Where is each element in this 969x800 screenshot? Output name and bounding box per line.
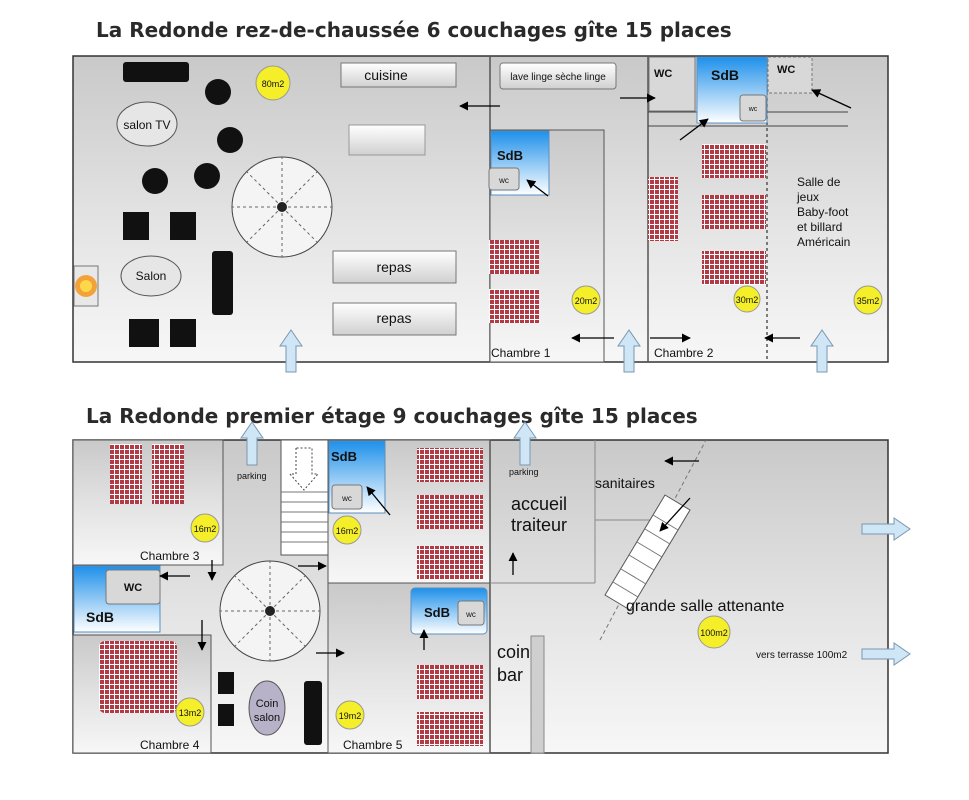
wc-4-label: WC [777, 64, 795, 76]
hall-area-badge: 100m2 [700, 628, 728, 638]
upper-bedroom-area-badge: 16m2 [336, 526, 359, 536]
bathroom-5-label: SdB [424, 605, 450, 620]
sanitary-label: sanitaires [595, 475, 655, 491]
corner-lounge-table [248, 680, 286, 736]
corner-lounge-label-2: salon [254, 712, 280, 724]
parking-label-2: parking [509, 467, 539, 477]
bar-counter [530, 635, 545, 754]
bed-room-5-b [417, 712, 483, 746]
bed-room-1-a [489, 240, 539, 274]
terrace-label: vers terrasse 100m2 [756, 650, 848, 661]
bed-room-1-b [489, 289, 539, 323]
tv-unit [123, 62, 189, 82]
bathroom-4-label: SdB [86, 609, 114, 625]
bed-room-2-b [702, 144, 766, 178]
bathroom-3-label: SdB [331, 449, 357, 464]
hall-label: grande salle attenante [626, 598, 784, 615]
laundry-label: lave linge sèche linge [510, 72, 606, 83]
games-label-4: et billard [797, 220, 842, 234]
bed-upper-a [417, 448, 483, 482]
kitchen-island [348, 124, 426, 156]
wc-4 [767, 56, 813, 94]
wc-7-label: wc [465, 610, 476, 619]
lounge-table [120, 255, 182, 297]
spiral-staircase-first [219, 560, 321, 662]
ground-floor-title: La Redonde rez-de-chaussée 6 couchages g… [96, 18, 732, 42]
bed-room-4 [99, 641, 177, 713]
wc-5-label: wc [341, 494, 352, 503]
wc-2-label: WC [654, 68, 672, 80]
first-floor-title: La Redonde premier étage 9 couchages gît… [86, 404, 698, 428]
bed-upper-c [417, 546, 483, 580]
kitchen-counter [340, 62, 457, 88]
room-4-label: Chambre 4 [140, 738, 200, 752]
first-exit-arrows [240, 421, 911, 666]
first-circulation-arrows [159, 456, 699, 658]
room-3-label: Chambre 3 [140, 549, 200, 563]
reception-label-1: accueil [511, 494, 567, 514]
corner-lounge-label-1: Coin [256, 698, 279, 710]
room-3-area-badge: 16m2 [194, 524, 217, 534]
room-2-label: Chambre 2 [654, 346, 714, 360]
wc-2 [648, 56, 696, 112]
ground-floor-plan: salon TV Salon 80m2 cuisine repas repas … [72, 55, 889, 373]
room-1-area-badge: 20m2 [575, 296, 598, 306]
parking-label-1: parking [237, 471, 267, 481]
straight-staircase [280, 439, 329, 556]
bed-room-3-b [152, 444, 184, 504]
wc-1-label: wc [498, 176, 509, 185]
fire-icon [75, 275, 97, 297]
main-area-badge: 80m2 [262, 79, 285, 89]
tv-lounge-table [116, 101, 178, 147]
bed-room-2-a [648, 177, 678, 241]
games-label-2: jeux [796, 190, 819, 204]
dining-label-1: repas [376, 259, 411, 275]
wc-7 [457, 600, 485, 626]
bed-upper-b [417, 495, 483, 529]
kitchen-label: cuisine [364, 67, 408, 83]
wc-6-label: WC [124, 582, 142, 594]
games-label-3: Baby-foot [797, 205, 849, 219]
first-floor-plan: 16m2 Chambre 3 parking WC SdB 13m2 Chamb… [72, 421, 911, 754]
ground-entrance-arrows [279, 329, 834, 373]
reception-label-2: traiteur [511, 515, 567, 535]
room-5-label: Chambre 5 [343, 738, 403, 752]
dining-table-2 [332, 302, 457, 336]
room-5-area-badge: 19m2 [339, 711, 362, 721]
spiral-staircase-ground [231, 156, 333, 258]
wc-3 [739, 94, 767, 122]
bed-room-5-a [417, 665, 483, 699]
wc-6 [105, 569, 161, 605]
wc-1 [488, 167, 520, 191]
games-label-1: Salle de [797, 175, 841, 189]
bathroom-1-label: SdB [497, 148, 523, 163]
dining-label-2: repas [376, 310, 411, 326]
laundry-unit [499, 62, 617, 90]
bed-room-2-c [702, 195, 766, 229]
lounge-label: Salon [136, 269, 167, 283]
games-label-5: Américain [797, 235, 850, 249]
bar-label-2: bar [497, 665, 523, 685]
room-1-label: Chambre 1 [491, 346, 551, 360]
room-2-area-badge: 30m2 [736, 295, 759, 305]
room-3 [72, 439, 224, 566]
games-area-badge: 35m2 [857, 296, 880, 306]
ground-circulation-arrows [459, 89, 852, 343]
bed-room-2-d [702, 251, 766, 285]
tv-lounge-label: salon TV [123, 118, 170, 132]
wc-5 [331, 484, 363, 510]
dining-table-1 [332, 250, 457, 284]
wc-3-label: wc [748, 106, 758, 113]
bathroom-2-label: SdB [711, 67, 739, 83]
bed-room-3-a [110, 444, 142, 504]
room-4-area-badge: 13m2 [179, 708, 202, 718]
bar-label-1: coin [497, 642, 530, 662]
